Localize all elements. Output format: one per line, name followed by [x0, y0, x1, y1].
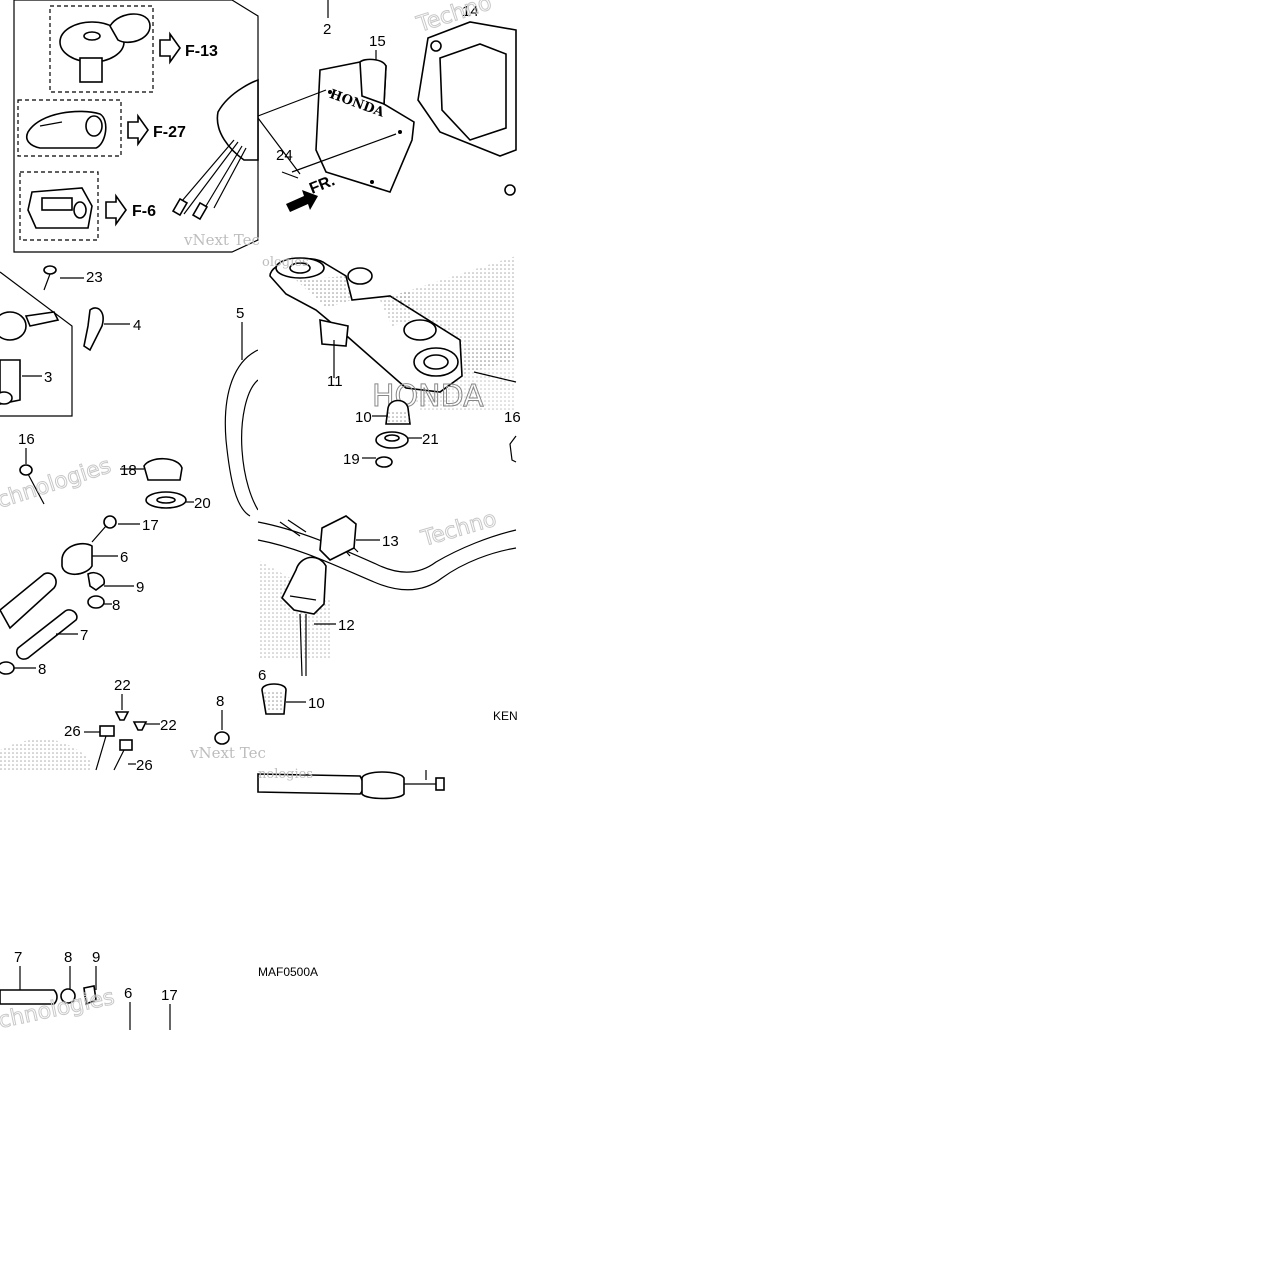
tile-handlebar-holder: Techno 13 12 6 10 KEN nologies	[257, 506, 518, 800]
nut-8c	[214, 731, 230, 745]
key-part	[83, 307, 104, 352]
label-9[interactable]: 9	[136, 579, 144, 596]
label-12[interactable]: 12	[338, 617, 355, 634]
watermark: chnologies	[0, 453, 114, 513]
meter-case-part	[417, 21, 517, 196]
rubber-bush-10	[385, 399, 411, 425]
nut-8	[87, 595, 105, 609]
switch-cover-part	[27, 187, 93, 229]
nut-19	[375, 456, 393, 468]
meter-cover-part: HONDA	[315, 58, 415, 193]
watermark: vNext Tec	[189, 744, 266, 762]
ref-f27[interactable]: F-27	[153, 124, 186, 141]
exploded-rod	[0, 985, 97, 1006]
rubber-bush-10b	[261, 683, 287, 715]
label-3[interactable]: 3	[44, 369, 52, 386]
label-26a[interactable]: 26	[64, 723, 81, 740]
bar-end-set	[257, 770, 445, 800]
ignition-cap-part	[59, 13, 151, 83]
washer-20	[145, 491, 187, 509]
bolt-23	[43, 265, 57, 291]
label-24[interactable]: 24	[276, 147, 293, 164]
label-8[interactable]: 8	[112, 597, 120, 614]
nut-8b	[0, 661, 15, 675]
bar-end-weight-6	[61, 542, 93, 576]
front-arrow-icon	[286, 190, 318, 212]
label-22b[interactable]: 22	[160, 717, 177, 734]
tile-footer-exploded: 7 8 9 6 17 chnologies MAF0500A	[0, 949, 318, 1034]
key-cover-part	[25, 110, 107, 149]
diagram-code: MAF0500A	[258, 965, 318, 979]
lower-holder-12	[281, 556, 327, 677]
handlebar-part	[224, 349, 259, 517]
arrow-icon	[127, 113, 149, 147]
label-5[interactable]: 5	[236, 305, 244, 322]
clip-9	[87, 571, 106, 591]
label-7[interactable]: 7	[80, 627, 88, 644]
tile-key-cylinder: 23 3 4 16 chnologies 18	[0, 265, 295, 517]
label-b17[interactable]: 17	[161, 987, 178, 1004]
arrow-icon	[105, 193, 127, 227]
label-15[interactable]: 15	[369, 33, 386, 50]
label-8c[interactable]: 8	[216, 693, 224, 710]
upper-holder-13	[319, 515, 357, 561]
label-14[interactable]: 14	[462, 3, 479, 20]
label-2[interactable]: 2	[323, 21, 331, 38]
label-18[interactable]: 18	[120, 462, 137, 479]
bolt-16	[19, 464, 45, 505]
label-b8[interactable]: 8	[64, 949, 72, 966]
label-6[interactable]: 6	[120, 549, 128, 566]
weight-rod-7	[15, 609, 78, 660]
honda-wing-watermark	[0, 739, 90, 770]
label-22a[interactable]: 22	[114, 677, 131, 694]
tile-ignition-insets: F-13 F-27 F-6 vNext Tec	[13, 0, 260, 253]
clip-22	[114, 711, 130, 721]
label-4[interactable]: 4	[133, 317, 141, 334]
label-23[interactable]: 23	[86, 269, 103, 286]
ignition-switch-body	[171, 78, 259, 221]
ref-f6[interactable]: F-6	[132, 203, 156, 220]
weight-rod-part	[0, 572, 57, 630]
watermark: nologies	[258, 767, 313, 782]
label-b9[interactable]: 9	[92, 949, 100, 966]
tile-meter-cover: 2 15 14 Techno HONDA 24 FR.	[257, 0, 517, 212]
label-17[interactable]: 17	[142, 517, 159, 534]
label-16-bridge[interactable]: 16	[504, 409, 521, 426]
label-11[interactable]: 11	[327, 373, 343, 390]
handlebar-pipe	[257, 519, 517, 591]
bolt-26	[95, 725, 133, 771]
region-code: KEN	[493, 709, 518, 723]
label-10b[interactable]: 10	[308, 695, 325, 712]
watermark: vNext Tec	[183, 231, 260, 249]
inset-box-cap	[49, 5, 154, 93]
label-8b[interactable]: 8	[38, 661, 46, 678]
label-26b[interactable]: 26	[136, 757, 153, 774]
tile-top-bridge: 11 HONDA 10 21 19 16 ologies	[258, 255, 521, 516]
label-19[interactable]: 19	[343, 451, 360, 468]
inset-box-cover	[19, 171, 99, 241]
direction-front[interactable]: FR.	[307, 172, 337, 197]
label-16[interactable]: 16	[18, 431, 35, 448]
label-20[interactable]: 20	[194, 495, 211, 512]
clip-22b	[132, 721, 148, 731]
bolt-17	[91, 515, 117, 543]
ref-f13[interactable]: F-13	[185, 43, 218, 60]
label-b6[interactable]: 6	[124, 985, 132, 1002]
arrow-icon	[159, 31, 181, 65]
label-21[interactable]: 21	[422, 431, 439, 448]
label-10[interactable]: 10	[355, 409, 372, 426]
inset-box-key	[17, 99, 122, 157]
cap-nut-18	[143, 457, 183, 481]
watermark: ologies	[262, 255, 309, 270]
tile-bar-weights: 17 6 9 8 7 8 22 22 26	[0, 515, 266, 774]
washer-21	[375, 431, 409, 449]
key-set-part	[0, 311, 60, 405]
label-b7[interactable]: 7	[14, 949, 22, 966]
label-6-center[interactable]: 6	[258, 667, 266, 684]
top-bridge-part	[269, 257, 517, 393]
label-13[interactable]: 13	[382, 533, 399, 550]
